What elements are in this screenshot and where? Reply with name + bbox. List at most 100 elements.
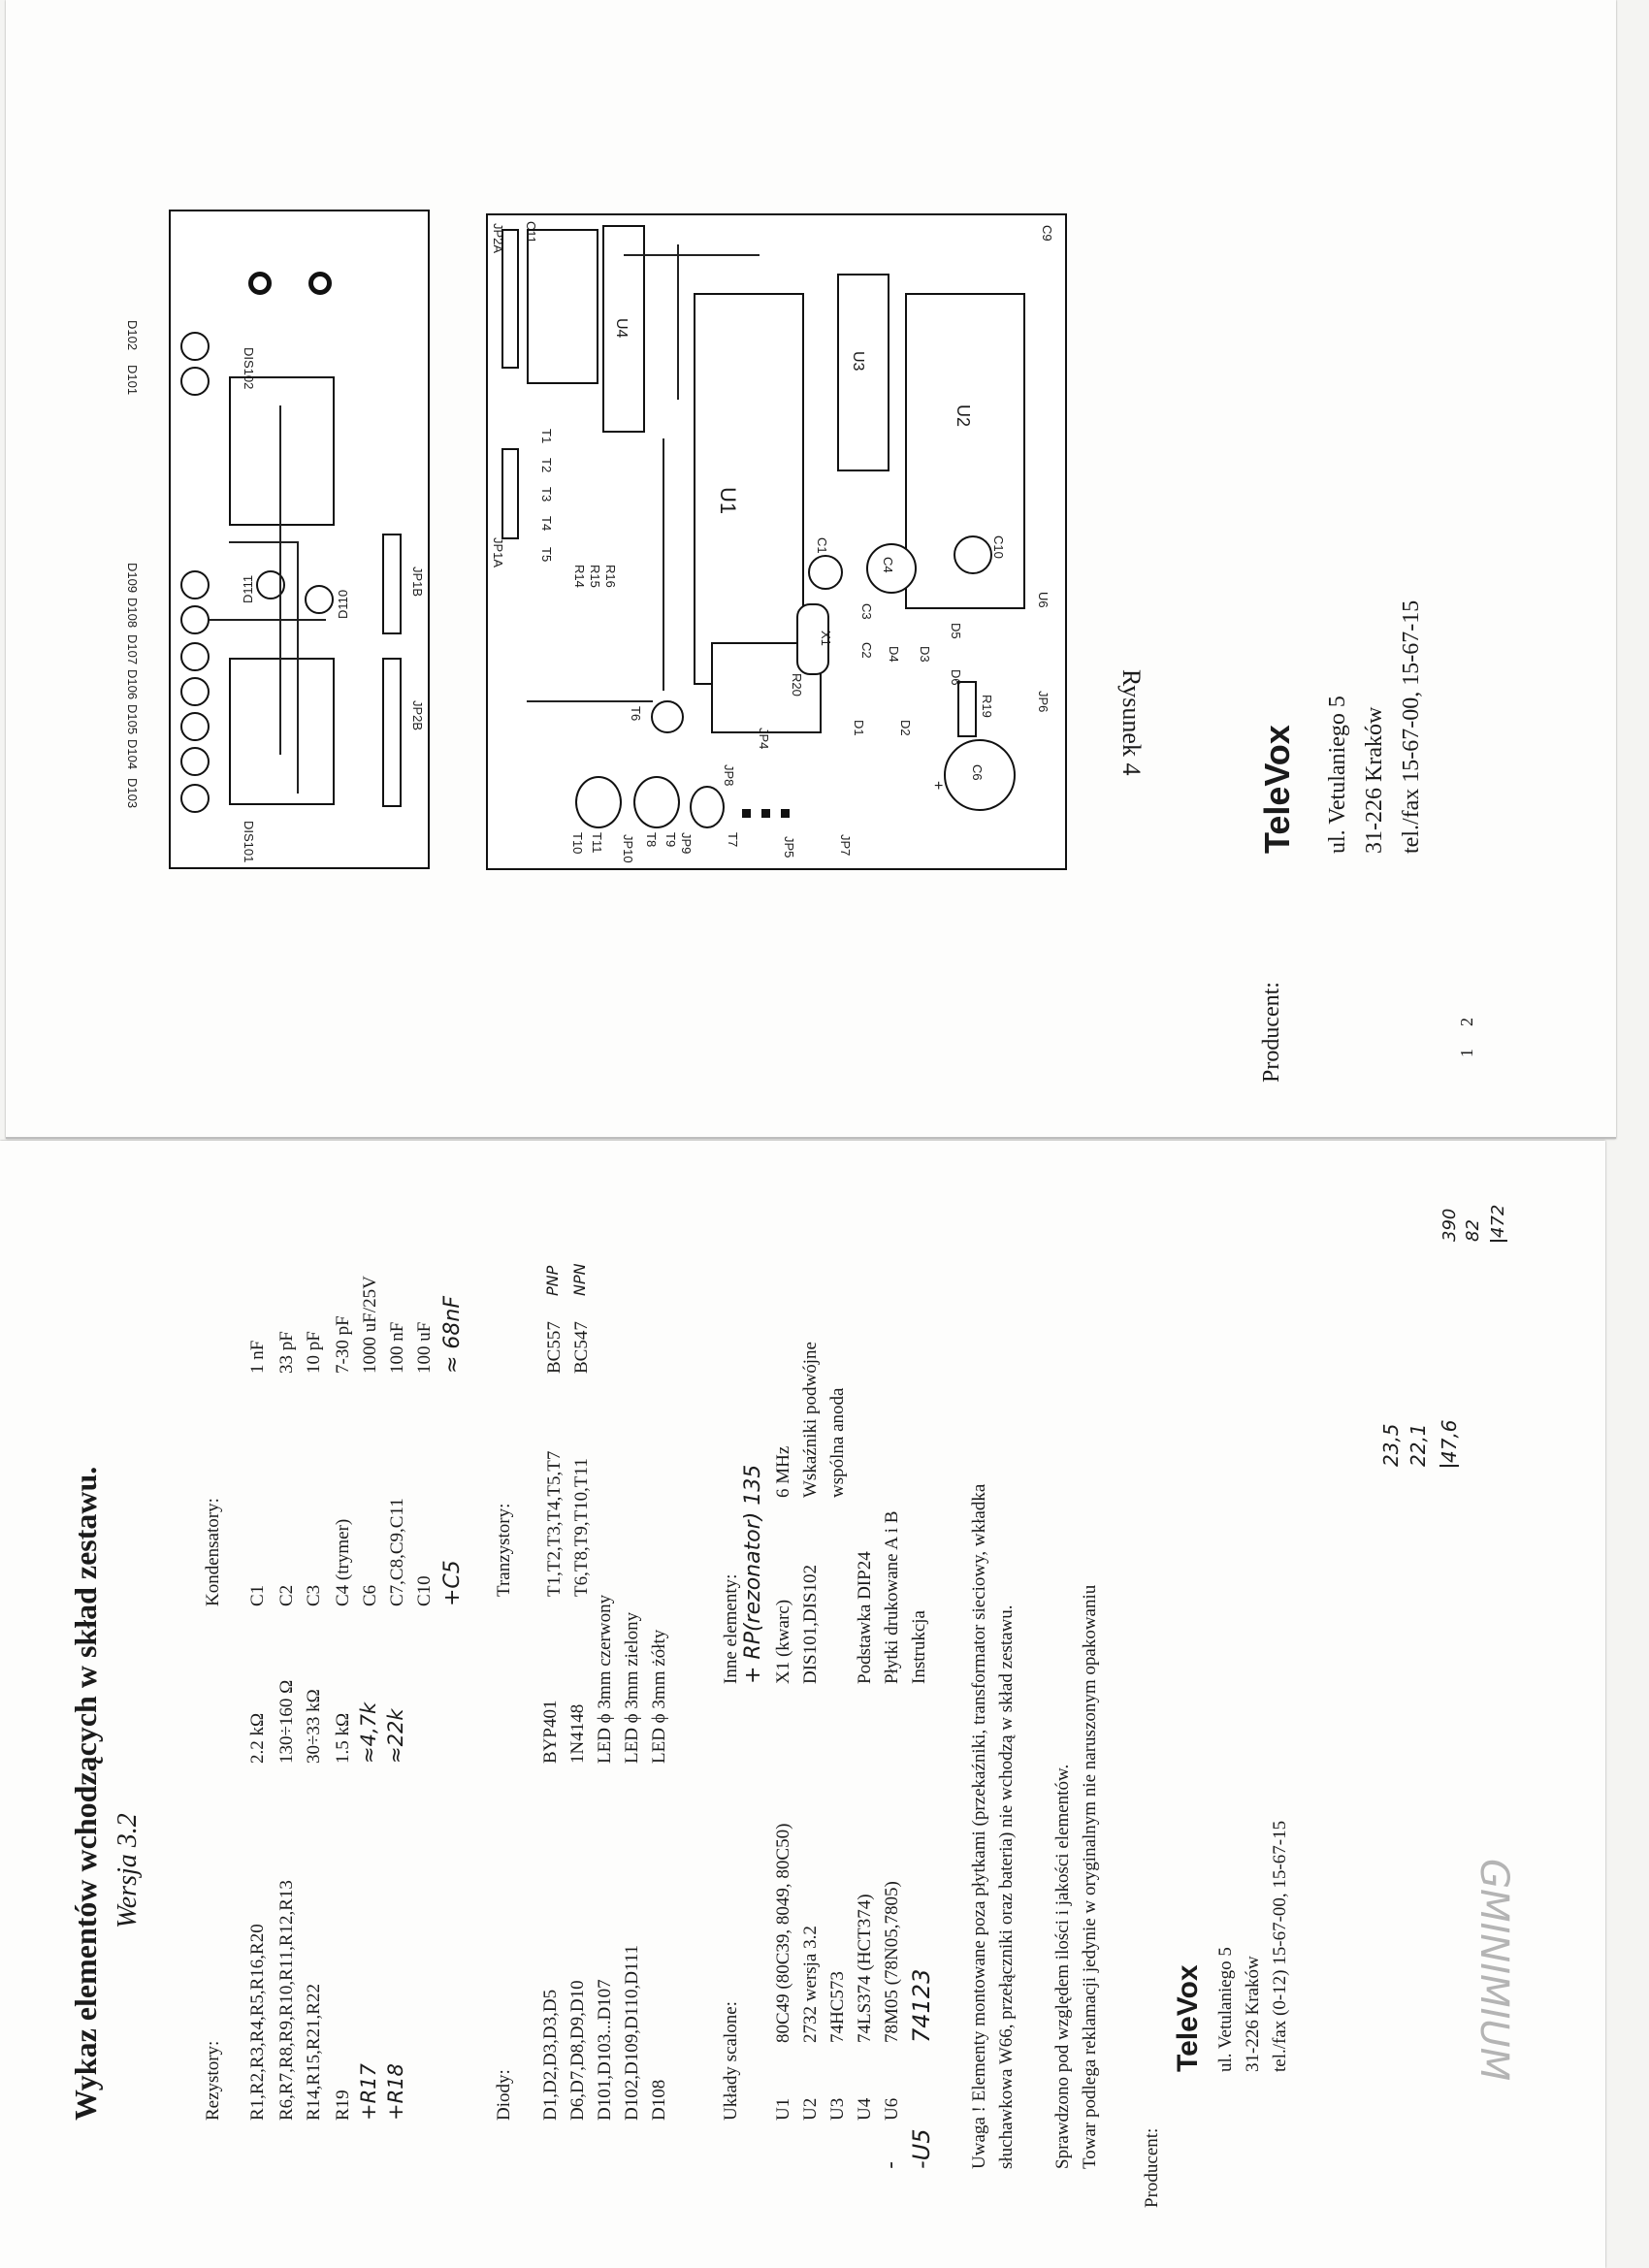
trace [229, 541, 297, 543]
calc-2-line: 472 [1488, 1204, 1508, 1242]
label-t2: T2 [539, 458, 554, 473]
diode-value: LED ϕ 3mm zielony [622, 1611, 642, 1764]
label-c9: C9 [1040, 225, 1054, 242]
other-parts: X1 (kwarc) [773, 1599, 793, 1684]
label-t9: T9 [663, 832, 678, 848]
diode-value: LED ϕ 3mm żółty [649, 1629, 669, 1764]
led-d105 [180, 712, 210, 741]
label-d2: D2 [898, 720, 913, 736]
label-t5: T5 [539, 547, 554, 563]
label-r15: R15 [588, 565, 602, 588]
capacitor-value: 7-30 pF [333, 1315, 353, 1374]
other-handwritten-row: + RP(rezonator) 135 [741, 1464, 765, 1684]
label-jp9: JP9 [679, 832, 694, 855]
label-c10: C10 [991, 535, 1006, 559]
producer-city: 31-226 Kraków [1362, 706, 1387, 854]
led-d103 [180, 784, 210, 813]
diode-parts: D101,D103...D107 [595, 1979, 615, 2121]
display-dis101 [229, 658, 335, 805]
label-c3: C3 [859, 603, 874, 620]
label-r16: R16 [603, 565, 618, 588]
label-d109: D109 [125, 563, 140, 594]
capacitor-handwritten-value: ≈ 68nF [440, 1295, 465, 1374]
capacitor-value: 10 pF [304, 1331, 324, 1374]
transistor-value: BC547 [571, 1321, 592, 1374]
producer-city: 31-226 Kraków [1243, 1956, 1263, 2072]
resistor-value: 2.2 kΩ [247, 1712, 268, 1764]
producer-street: ul. Vetulaniego 5 [1215, 1947, 1236, 2072]
label-dis101: DIS101 [242, 821, 256, 863]
label-c6: C6 [970, 764, 985, 781]
side-mark-2: 2 [1457, 1018, 1476, 1026]
ic-u6-prefix: - [879, 2161, 903, 2169]
figure-caption: Rysunek 4 [1117, 669, 1146, 776]
diode-value: 1N4148 [567, 1703, 588, 1764]
led-d108 [180, 605, 210, 634]
pad-jp7 [781, 809, 790, 818]
label-u2: U2 [954, 405, 973, 428]
resistor-parts: R14,R15,R21,R22 [304, 1984, 324, 2121]
top-sheet: DIS101 DIS102 D110 D111 JP1B JP2B D103 D… [6, 0, 1616, 1139]
capacitor-parts: C4 (trymer) [333, 1518, 353, 1606]
label-d5: D5 [949, 623, 963, 639]
label-d1: D1 [852, 720, 866, 736]
ic-value: 74HC573 [827, 1971, 848, 2043]
ic-handwritten-value: 74123 [908, 1968, 935, 2043]
resistor-value: 130÷160 Ω [276, 1679, 297, 1764]
capacitor-value: 100 nF [387, 1321, 407, 1374]
crystal-x1 [796, 603, 829, 675]
producer-street: ul. Vetulaniego 5 [1325, 696, 1350, 854]
note-line: Towar podlega reklamacji jedynie w orygi… [1080, 1584, 1100, 2169]
producer-label: Producent: [1142, 2127, 1162, 2208]
note-line: Sprawdzono pod względem ilości i jakości… [1052, 1764, 1073, 2169]
capacitor-parts: C2 [276, 1584, 297, 1606]
label-jp6: JP6 [1036, 691, 1051, 713]
label-d110: D110 [336, 589, 350, 619]
resistor-value: 30÷33 kΩ [304, 1689, 324, 1764]
label-c4: C4 [881, 557, 895, 573]
label-u4: U4 [613, 318, 630, 339]
resistor-handwritten-value: ≈4,7k [357, 1701, 380, 1764]
ics-heading: Układy scalone: [721, 2001, 741, 2121]
label-d4: D4 [887, 646, 901, 663]
cap-c10 [954, 535, 992, 574]
label-t8: T8 [644, 832, 659, 848]
other-parts: Podstawka DIP24 [855, 1551, 875, 1684]
label-t10: T10 [570, 832, 585, 855]
main-board-drawing: U1 U2 U3 U4 U6 JP1A JP2A JP4 JP5 JP6 JP7… [486, 213, 1067, 870]
other-heading: Inne elementy: [721, 1573, 741, 1684]
transistor-note: NPN [570, 1263, 589, 1296]
other-parts: Instrukcja [909, 1610, 929, 1684]
document-title: Wykaz elementów wchodzących w skład zest… [68, 1466, 103, 2121]
calc-1-line: 47,6 [1438, 1419, 1461, 1467]
calc-2-line: 82 [1463, 1219, 1483, 1242]
transistor-t7 [690, 786, 725, 828]
capacitor-value: 1 nF [247, 1340, 268, 1374]
label-u6: U6 [1036, 592, 1051, 608]
transistor-value: BC557 [544, 1321, 565, 1374]
label-d105: D105 [125, 704, 140, 735]
other-parts: Płytki drukowane A i B [882, 1510, 902, 1684]
transistor-note: PNP [543, 1265, 562, 1296]
led-d106 [180, 677, 210, 706]
other-parts: DIS101,DIS102 [800, 1565, 821, 1684]
capacitor-parts: C1 [247, 1584, 268, 1606]
label-d111: D111 [241, 574, 255, 603]
resistor-parts: R1,R2,R3,R4,R5,R16,R20 [247, 1924, 268, 2121]
label-c11: C11 [524, 221, 538, 243]
transistor-t9 [633, 776, 680, 828]
document-version: Wersja 3.2 [113, 1813, 143, 1928]
diode-parts: D1,D2,D3,D3,D5 [540, 1989, 561, 2121]
producer-phone: tel./fax (0-12) 15-67-00, 15-67-15 [1270, 1820, 1290, 2072]
resistor-handwritten-parts: +R18 [384, 2063, 407, 2121]
label-jp1b: JP1B [410, 567, 425, 598]
ic-value: 2732 wersja 3.2 [800, 1926, 821, 2043]
transistor-t6 [651, 700, 684, 733]
trace [279, 405, 281, 755]
label-t1: T1 [539, 429, 554, 444]
ic-parts: U2 [800, 2097, 821, 2121]
label-d102: D102 [125, 320, 140, 351]
label-plus: + [934, 778, 944, 794]
label-jp2a: JP2A [491, 223, 505, 254]
diodes-heading: Diody: [494, 2069, 514, 2121]
